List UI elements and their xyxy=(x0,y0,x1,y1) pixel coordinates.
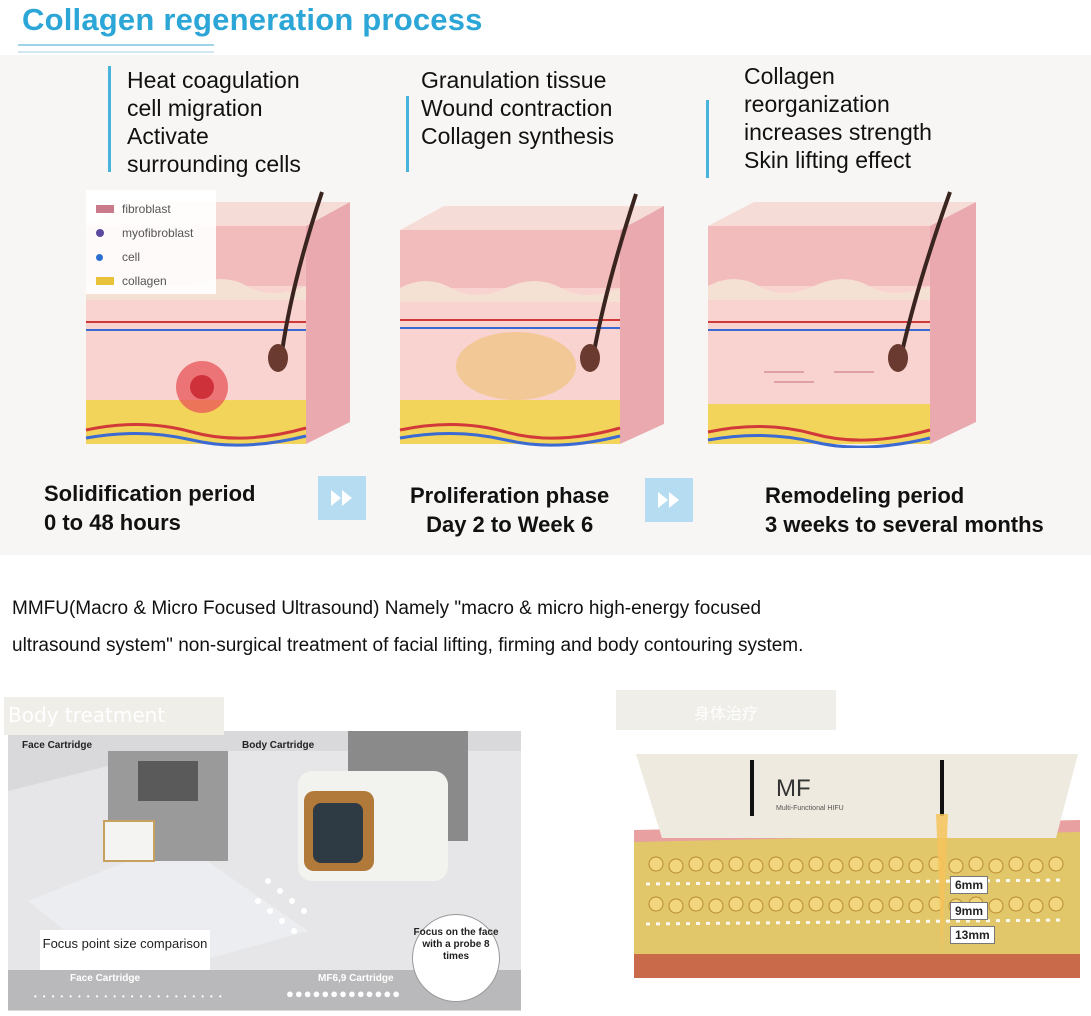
body-treatment-tag: Body treatment xyxy=(4,697,224,735)
page-title: Collagen regeneration process xyxy=(22,2,483,37)
cell-legend: fibroblast myofibroblast cell collagen xyxy=(86,190,216,294)
focus-size-comparison: Focus point size comparison xyxy=(40,930,210,970)
phase-3-duration: 3 weeks to several months xyxy=(765,512,1044,537)
mf-brand-logo: MF xyxy=(776,775,811,802)
face-focus-dots: •••••••••••••••••••••• xyxy=(34,992,228,1001)
phase-1-duration: 0 to 48 hours xyxy=(44,510,181,535)
phase-2-name: Proliferation phase xyxy=(410,483,610,508)
legend-label: collagen xyxy=(122,274,167,288)
face-cartridge-label: Face Cartridge xyxy=(22,740,93,751)
skin-diagram-phase-3 xyxy=(707,191,976,448)
mf-brand-subtitle: Multi-Functional HIFU xyxy=(776,805,844,812)
phase-3-title: Remodeling period 3 weeks to several mon… xyxy=(765,481,1044,539)
next-arrow-2 xyxy=(645,478,693,522)
body-cartridge-label: Body Cartridge xyxy=(242,740,315,751)
depth-label-13mm: 13mm xyxy=(950,926,995,944)
mf-focus-dots: ●●●●●●●●●●●●● xyxy=(286,986,402,1001)
legend-item-cell: cell xyxy=(96,250,140,264)
phase-2-desc-line: Granulation tissue xyxy=(421,67,607,93)
myofibroblast-swatch xyxy=(96,229,104,237)
phase-1-divider xyxy=(108,66,111,172)
depth-label-9mm: 9mm xyxy=(950,902,989,920)
legend-item-fibroblast: fibroblast xyxy=(96,202,171,216)
phase-1-desc-line: cell migration xyxy=(127,95,263,121)
legend-item-collagen: collagen xyxy=(96,274,167,288)
phase-2-desc-line: Collagen synthesis xyxy=(421,123,615,149)
phase-1-title: Solidification period 0 to 48 hours xyxy=(44,479,255,537)
phase-1-description: Heat coagulation cell migration Activate… xyxy=(127,66,301,178)
double-chevron-icon xyxy=(331,490,352,506)
phase-1-desc-line: Activate xyxy=(127,123,209,149)
phase-3-description: Collagen reorganization increases streng… xyxy=(744,62,932,174)
phase-2-desc-line: Wound contraction xyxy=(421,95,613,121)
legend-item-myofibroblast: myofibroblast xyxy=(96,226,193,240)
mf-depth-illustration: MF Multi-Functional HIFU xyxy=(634,754,1080,978)
phase-3-desc-line: increases strength xyxy=(744,119,932,145)
phase-2-title: Proliferation phase Day 2 to Week 6 xyxy=(410,481,609,539)
strip-mf-cartridge: MF6,9 Cartridge xyxy=(318,973,394,984)
phase-3-divider xyxy=(706,100,709,178)
phase-1-desc-line: Heat coagulation xyxy=(127,67,300,93)
cell-swatch xyxy=(96,253,103,261)
title-underline-2 xyxy=(18,51,214,53)
phase-3-desc-line: Collagen xyxy=(744,63,835,89)
phase-2-divider xyxy=(406,96,409,172)
legend-label: myofibroblast xyxy=(122,226,194,240)
double-chevron-icon xyxy=(658,492,679,508)
phase-2-duration: Day 2 to Week 6 xyxy=(426,512,594,537)
mmfu-description: MMFU(Macro & Micro Focused Ultrasound) N… xyxy=(12,598,804,656)
skin-diagram-phase-2 xyxy=(399,193,664,447)
fibroblast-swatch xyxy=(96,205,114,213)
phase-2-description: Granulation tissue Wound contraction Col… xyxy=(421,66,614,150)
focus-bubble: Focus on the face with a probe 8 times xyxy=(412,914,500,1002)
legend-label: cell xyxy=(122,250,141,264)
collagen-swatch xyxy=(96,277,114,285)
body-treatment-cn-tag: 身体治疗 xyxy=(616,690,836,730)
phase-3-desc-line: Skin lifting effect xyxy=(744,147,912,173)
legend-label: fibroblast xyxy=(122,202,171,216)
phase-3-desc-line: reorganization xyxy=(744,91,890,117)
depth-label-6mm: 6mm xyxy=(950,876,989,894)
phase-3-name: Remodeling period xyxy=(765,483,965,508)
title-underline xyxy=(18,44,214,46)
strip-face-cartridge: Face Cartridge xyxy=(70,973,141,984)
phase-1-desc-line: surrounding cells xyxy=(127,151,301,177)
next-arrow-1 xyxy=(318,476,366,520)
phase-1-name: Solidification period xyxy=(44,481,256,506)
